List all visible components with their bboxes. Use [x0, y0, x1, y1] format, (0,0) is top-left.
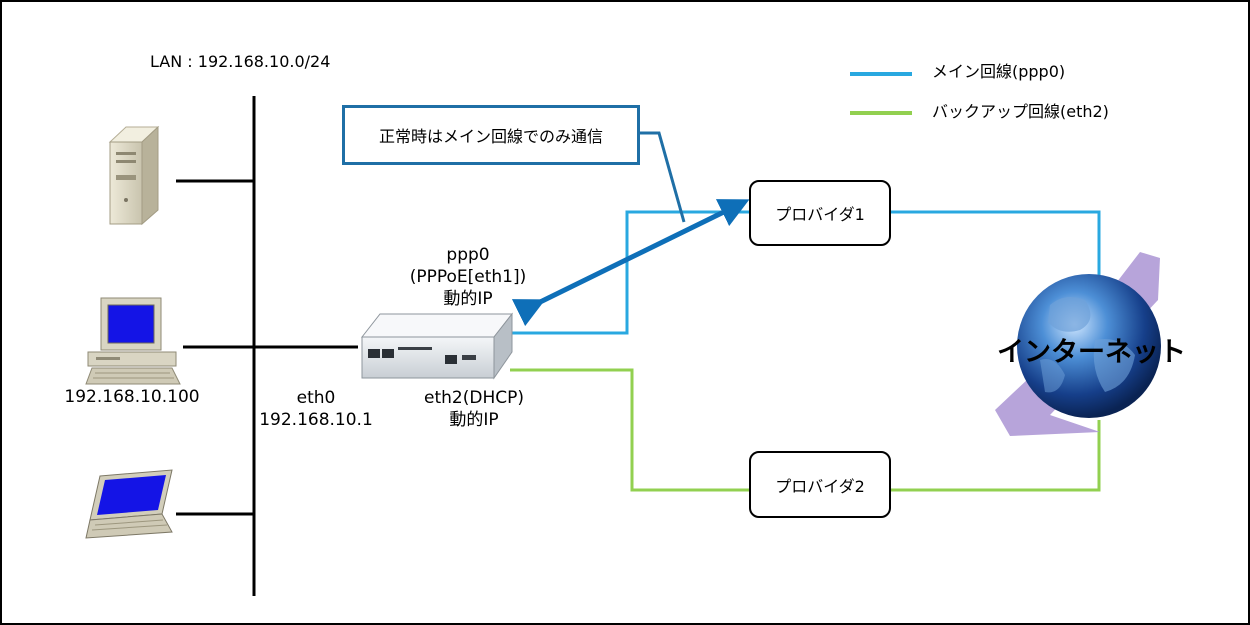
- ppp0-line-1: ppp0: [446, 245, 490, 265]
- provider2-box: プロバイダ2: [749, 451, 891, 518]
- eth0-line-1: eth0: [296, 388, 336, 408]
- callout-text: 正常時はメイン回線でのみ通信: [378, 127, 603, 146]
- eth2-line-1: eth2(DHCP): [424, 388, 524, 408]
- backup-route-router-provider2: [510, 368, 750, 492]
- pc-ip-label: 192.168.10.100: [64, 387, 200, 407]
- router-icon: [360, 312, 514, 380]
- server-icon: [108, 125, 160, 226]
- lan-label: LAN : 192.168.10.0/24: [150, 52, 331, 71]
- internet-globe-icon: [995, 252, 1161, 436]
- legend-main-label: メイン回線(ppp0): [932, 62, 1066, 81]
- provider1-box: プロバイダ1: [749, 180, 891, 246]
- laptop-icon: [85, 469, 173, 539]
- eth2-line-2: 動的IP: [449, 410, 499, 430]
- communication-arrow: [511, 199, 750, 327]
- internet-label: インターネット: [997, 337, 1186, 368]
- ppp0-line-2: (PPPoE[eth1]): [409, 267, 527, 287]
- callout-pointer: [640, 131, 686, 223]
- provider2-label: プロバイダ2: [775, 476, 865, 496]
- callout-box: 正常時はメイン回線でのみ通信: [342, 105, 640, 165]
- eth0-line-2: 192.168.10.1: [259, 410, 373, 430]
- ppp0-line-3: 動的IP: [443, 289, 493, 309]
- ppp0-label: ppp0 (PPPoE[eth1]) 動的IP: [410, 244, 527, 310]
- main-route-router-provider1: [510, 210, 750, 335]
- desktop-pc-icon: [85, 297, 181, 385]
- eth0-label: eth0 192.168.10.1: [259, 387, 373, 431]
- legend-backup-label: バックアップ回線(eth2): [932, 102, 1109, 121]
- backup-route-provider2-internet: [890, 420, 1101, 492]
- provider1-label: プロバイダ1: [775, 205, 865, 224]
- main-route-provider1-internet: [890, 210, 1101, 280]
- eth2-label: eth2(DHCP) 動的IP: [424, 387, 524, 431]
